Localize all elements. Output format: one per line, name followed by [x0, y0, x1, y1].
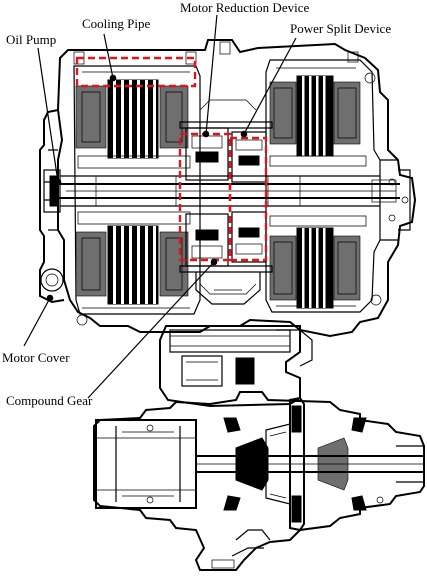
- cooling-pipe-highlight: [75, 56, 197, 88]
- callout-leaders: [23, 13, 297, 399]
- motor-cover-leader: [23, 297, 51, 347]
- motor-cover-marker-icon: [46, 294, 54, 302]
- compound-gear-label: Compound Gear: [6, 393, 93, 408]
- cooling-pipe-leader: [103, 33, 114, 79]
- motor-reduction-marker-icon: [202, 130, 210, 138]
- oil-pump-marker-icon: [54, 178, 62, 186]
- counter-gear-assembly: [159, 325, 313, 408]
- motor-reduction-device-label: Motor Reduction Device: [180, 0, 309, 15]
- power-split-device-label: Power Split Device: [290, 21, 391, 36]
- right-stator-upper: [269, 75, 367, 167]
- right-stator-lower: [269, 215, 367, 309]
- oil-pump-assembly: [40, 169, 64, 292]
- motor-housing: [39, 39, 417, 338]
- cooling-pipe-label: Cooling Pipe: [82, 16, 150, 31]
- planetary-gearsets: [179, 99, 273, 305]
- motor-reduction-leader: [205, 13, 218, 135]
- output-shaft-end: [396, 445, 424, 483]
- left-stator-lower: [75, 211, 191, 305]
- compound-gear-leader: [87, 261, 215, 399]
- cooling-pipe-marker-icon: [109, 74, 117, 82]
- oil-pump-label: Oil Pump: [6, 32, 56, 47]
- power-split-leader: [243, 37, 297, 135]
- main-shaft: [52, 175, 400, 207]
- differential-housing: [93, 391, 425, 571]
- left-stator-upper: [75, 79, 191, 169]
- oil-pump-leader: [37, 47, 59, 183]
- labels: Cooling Pipe Motor Reduction Device Powe…: [2, 0, 408, 408]
- power-split-highlight: [228, 136, 268, 262]
- compound-gear-marker-icon: [210, 258, 218, 266]
- power-split-marker-icon: [240, 130, 248, 138]
- motor-cover-label: Motor Cover: [2, 350, 70, 365]
